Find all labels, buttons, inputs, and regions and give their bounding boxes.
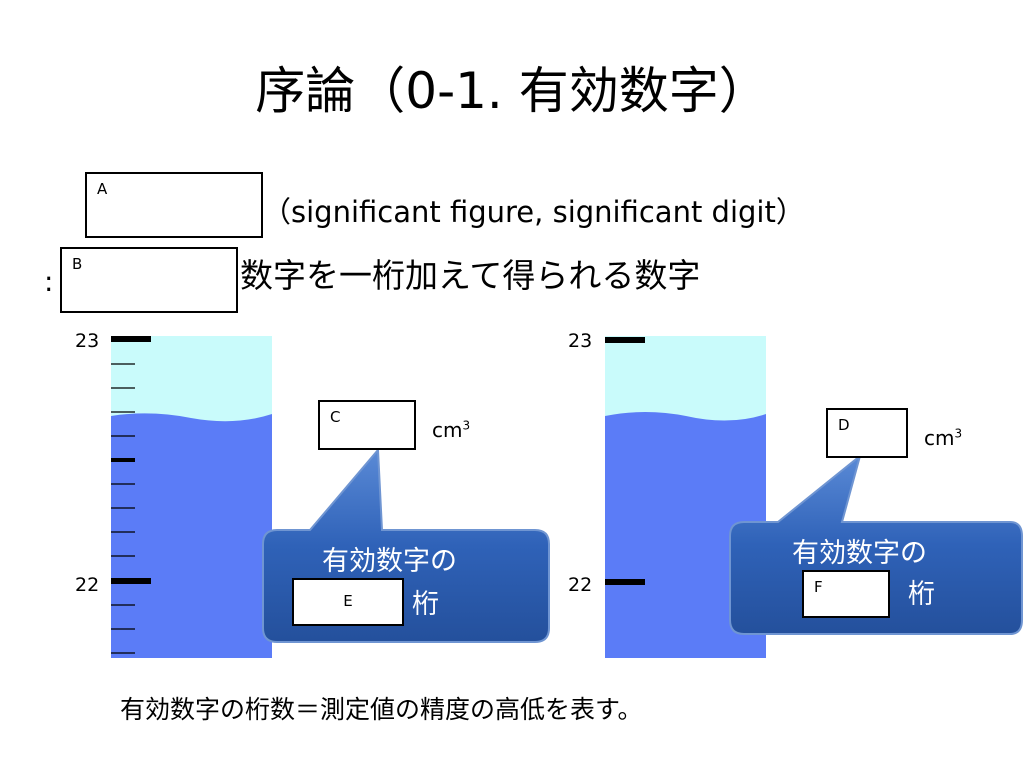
- blank-box-c[interactable]: C: [318, 400, 416, 450]
- blank-label-a: A: [97, 180, 108, 198]
- slide-title: 序論（0-1. 有効数字）: [255, 62, 769, 120]
- blank-label-c: C: [330, 408, 341, 426]
- right-cylinder-liquid: [605, 412, 766, 658]
- blank-label-d: D: [838, 416, 850, 434]
- left-unit-base: cm: [432, 418, 463, 442]
- blank-label-b: B: [72, 255, 83, 273]
- right-label-22: 22: [568, 574, 593, 596]
- right-label-23: 23: [568, 330, 593, 352]
- left-callout-line1: 有効数字の: [322, 546, 457, 577]
- colon-mark: :: [44, 265, 54, 298]
- left-label-23: 23: [75, 330, 100, 352]
- definition-line: （significant figure, significant digit）: [262, 195, 805, 229]
- left-unit: cm3: [432, 418, 470, 442]
- right-unit-exp: 3: [954, 426, 963, 441]
- description-line: 数字を一桁加えて得られる数字: [240, 256, 701, 295]
- blank-box-f[interactable]: F: [802, 570, 890, 618]
- left-cylinder-liquid: [111, 413, 272, 658]
- right-unit: cm3: [924, 426, 962, 450]
- right-cylinder-ticks: [605, 337, 645, 585]
- right-unit-base: cm: [924, 426, 955, 450]
- blank-box-e[interactable]: E: [292, 578, 404, 626]
- left-cylinder-ticks: [111, 336, 151, 654]
- left-cylinder: [111, 336, 272, 658]
- left-callout-line2: 桁: [412, 589, 439, 620]
- left-unit-exp: 3: [462, 418, 471, 433]
- blank-label-e: E: [343, 592, 353, 610]
- footer-statement: 有効数字の桁数＝測定値の精度の高低を表す。: [120, 695, 643, 724]
- left-label-22: 22: [75, 574, 100, 596]
- blank-box-b[interactable]: B: [60, 247, 238, 313]
- blank-label-f: F: [814, 578, 823, 596]
- right-callout-line2: 桁: [908, 579, 935, 610]
- right-callout-line1: 有効数字の: [792, 538, 927, 569]
- blank-box-a[interactable]: A: [85, 172, 263, 238]
- blank-box-d[interactable]: D: [826, 408, 908, 458]
